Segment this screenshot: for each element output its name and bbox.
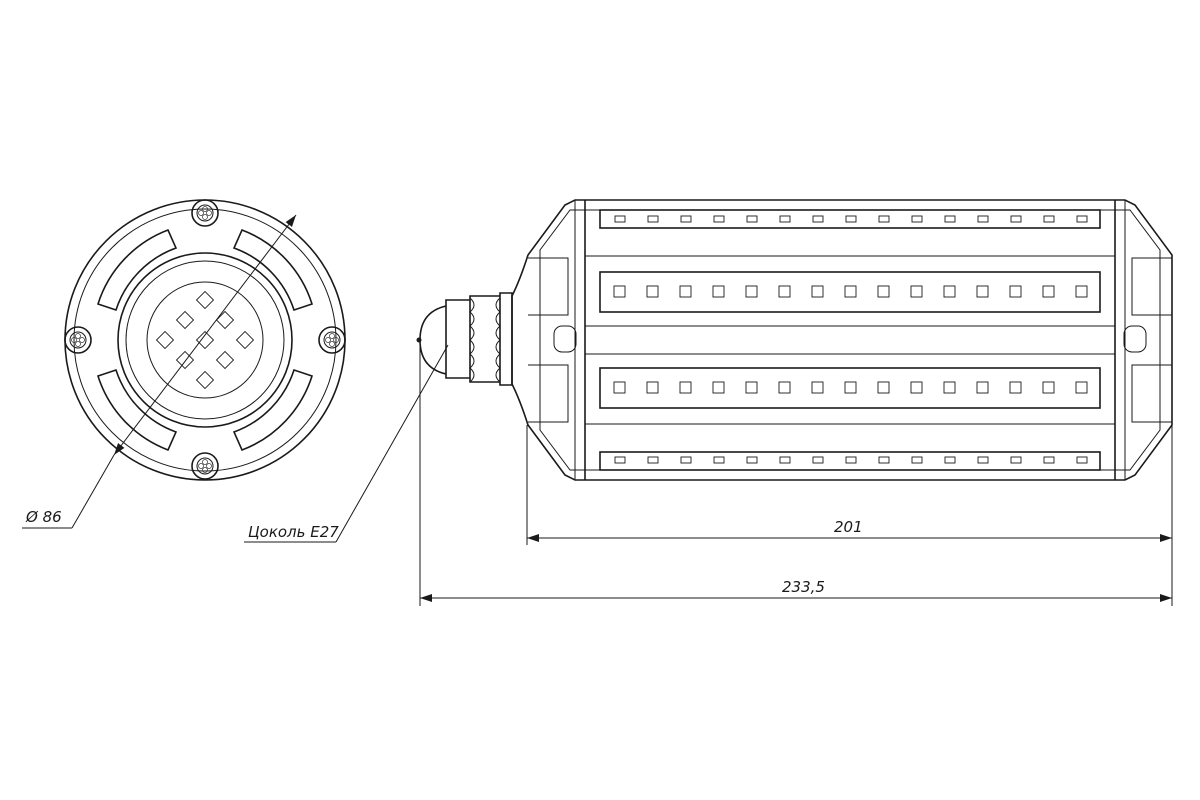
led-strips bbox=[585, 209, 1115, 471]
dimension-201: 201 bbox=[526, 425, 1173, 545]
total-length-label: 233,5 bbox=[782, 578, 825, 596]
screws bbox=[64, 199, 346, 480]
screw-right bbox=[318, 326, 346, 354]
screw-left bbox=[64, 326, 92, 354]
screw-top bbox=[191, 199, 219, 227]
diameter-label: Ø 86 bbox=[25, 508, 62, 526]
end-view: Ø 86 bbox=[22, 199, 346, 529]
screw-bottom bbox=[191, 452, 219, 480]
led-row-2 bbox=[613, 285, 1088, 298]
lamp-body bbox=[511, 199, 1173, 481]
end-led-cluster bbox=[155, 290, 255, 390]
side-view: Цоколь E27 201 233,5 bbox=[244, 199, 1173, 606]
base-leader: Цоколь E27 bbox=[244, 344, 449, 543]
dimension-233-5: 233,5 bbox=[419, 340, 1173, 606]
vent-slots bbox=[96, 228, 314, 452]
led-row-4 bbox=[614, 456, 1088, 464]
base-label: Цоколь E27 bbox=[248, 523, 339, 541]
e27-base bbox=[416, 292, 513, 386]
diameter-dimension: Ø 86 bbox=[22, 214, 297, 529]
led-row-3 bbox=[613, 381, 1088, 394]
body-length-label: 201 bbox=[834, 518, 863, 536]
led-row-1 bbox=[614, 215, 1088, 223]
